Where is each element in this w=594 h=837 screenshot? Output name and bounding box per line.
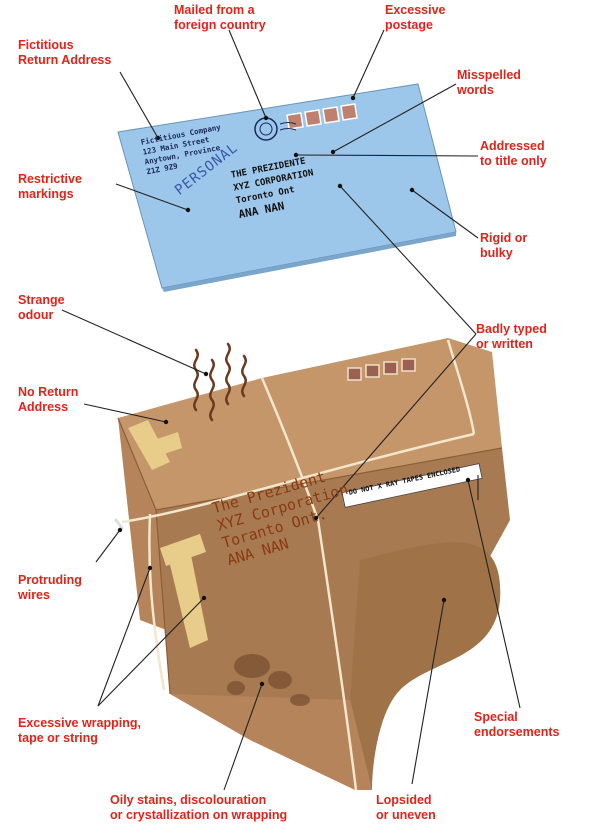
label-excessive-postage: Excessive postage (385, 3, 446, 32)
label-restrictive: Restrictive markings (18, 172, 82, 201)
label-lopsided: Lopsided or uneven (376, 793, 436, 822)
label-fictitious-return: Fictitious Return Address (18, 38, 112, 67)
envelope-stamps (286, 103, 358, 130)
label-oily: Oily stains, discolouration or crystalli… (110, 793, 288, 822)
odour-lines (193, 342, 247, 422)
label-no-return: No Return Address (18, 385, 79, 414)
package-stains (227, 654, 310, 706)
label-mailed-foreign: Mailed from a foreign country (174, 3, 266, 32)
leader-dots (117, 95, 471, 687)
protruding-wire (114, 518, 124, 530)
envelope (117, 83, 457, 292)
package-string (121, 339, 476, 791)
label-strange-odour: Strange odour (18, 293, 65, 322)
label-addressed-title: Addressed to title only (480, 139, 547, 168)
label-excessive-wrapping: Excessive wrapping, tape or string (18, 716, 141, 745)
label-rigid: Rigid or bulky (480, 231, 528, 260)
label-protruding: Protruding wires (18, 573, 82, 602)
package-tape (128, 420, 208, 648)
package-sticker (341, 463, 483, 508)
label-misspelled: Misspelled words (457, 68, 521, 97)
label-badly-typed: Badly typed or written (476, 322, 547, 351)
label-special: Special endorsements (474, 710, 560, 739)
package (114, 338, 510, 791)
leader-lines (61, 29, 521, 791)
package-stamps (347, 358, 416, 381)
